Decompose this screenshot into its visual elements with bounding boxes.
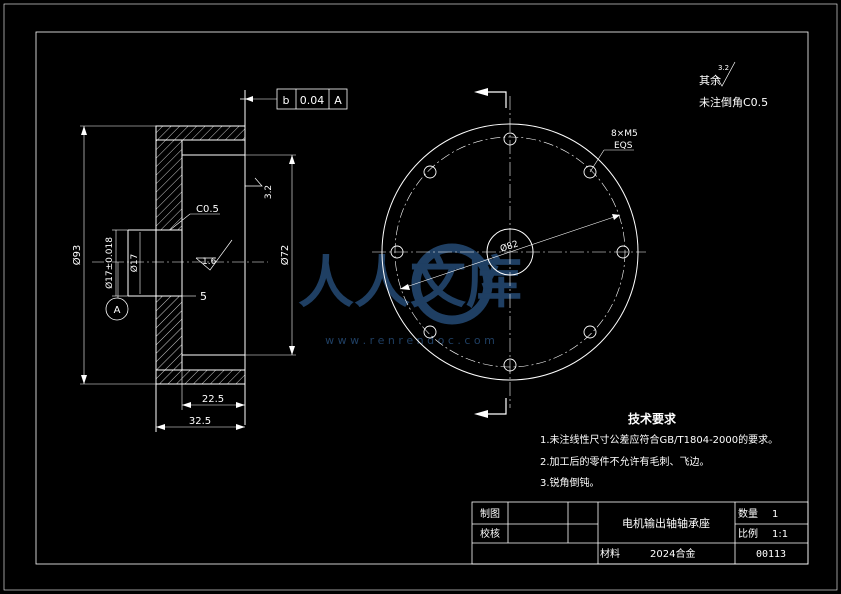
watermark-logo-icon: [411, 243, 493, 325]
technical-requirements: 技术要求 1.未注线性尺寸公差应符合GB/T1804-2000的要求。 2.加工…: [540, 411, 778, 489]
section-view: [80, 90, 296, 432]
dim-phi82: Ø82: [499, 239, 520, 255]
dim-phi72: Ø72: [279, 245, 291, 266]
gdt-datum: A: [334, 94, 342, 107]
checked-label: 校核: [480, 527, 500, 540]
drawing-number: 00113: [756, 549, 786, 560]
dim-holes: 8×M5: [611, 129, 638, 139]
qty-value: 1: [772, 509, 778, 520]
scale-label: 比例: [738, 527, 758, 540]
material-label: 材料: [600, 547, 620, 560]
surface-1-6: 1.6: [202, 257, 217, 267]
datum-a-label: A: [114, 305, 121, 316]
dim-c05: C0.5: [196, 204, 219, 215]
title-block-text: 制图 校核 电机输出轴轴承座 数量 1 比例 1:1 材料 2024合金 001…: [480, 507, 788, 560]
surface-3-2: 3.2: [264, 185, 274, 199]
watermark-text: 人人文库: [298, 251, 522, 316]
front-view: [372, 61, 736, 415]
dim-5: 5: [200, 290, 207, 303]
gdt-symbol: b: [283, 94, 290, 107]
tech-item-1: 1.未注线性尺寸公差应符合GB/T1804-2000的要求。: [540, 433, 778, 446]
dim-phi17: Ø17: [129, 254, 140, 273]
tech-title: 技术要求: [628, 411, 677, 426]
tech-item-3: 3.锐角倒钝。: [540, 476, 600, 489]
dimension-arrows: [81, 96, 295, 430]
front-view-arrows: [400, 88, 620, 418]
hatch-top-flange: [155, 125, 246, 141]
notes-top-right: 其余 3.2 未注倒角C0.5: [699, 64, 768, 109]
section-labels: Ø93 Ø72 Ø17±0.018 Ø17 C0.5 5 22.5 32.5 3…: [71, 185, 291, 427]
part-name: 电机输出轴轴承座: [622, 516, 710, 530]
watermark: 人人文库 w w w . r e n r e n d o c . c o m: [298, 243, 522, 347]
tech-item-2: 2.加工后的零件不允许有毛刺、飞边。: [540, 455, 710, 468]
dim-eqs: EQS: [614, 141, 633, 151]
drawn-label: 制图: [480, 507, 500, 520]
gdt-tolerance: 0.04: [300, 94, 325, 107]
other-finish-value: 3.2: [718, 64, 729, 72]
dim-phi17-fit: Ø17±0.018: [104, 237, 115, 289]
watermark-url: w w w . r e n r e n d o c . c o m: [325, 334, 495, 347]
material-value: 2024合金: [650, 547, 695, 560]
hatch-bottom-flange: [155, 369, 246, 385]
dim-phi93: Ø93: [71, 245, 83, 266]
other-finish-label: 其余: [699, 73, 721, 87]
unchamfer-note: 未注倒角C0.5: [699, 95, 768, 109]
hatch-lower-wall: [155, 295, 183, 371]
dim-22-5: 22.5: [202, 394, 224, 405]
dim-32-5: 32.5: [189, 416, 211, 427]
gdt-frame: b 0.04 A: [276, 88, 348, 110]
hatch-upper-wall: [155, 139, 183, 231]
scale-value: 1:1: [772, 529, 788, 540]
title-block: [471, 501, 809, 565]
front-view-labels: 8×M5 EQS Ø82: [499, 129, 638, 255]
qty-label: 数量: [738, 507, 758, 520]
sheet-frame: [3, 3, 838, 591]
